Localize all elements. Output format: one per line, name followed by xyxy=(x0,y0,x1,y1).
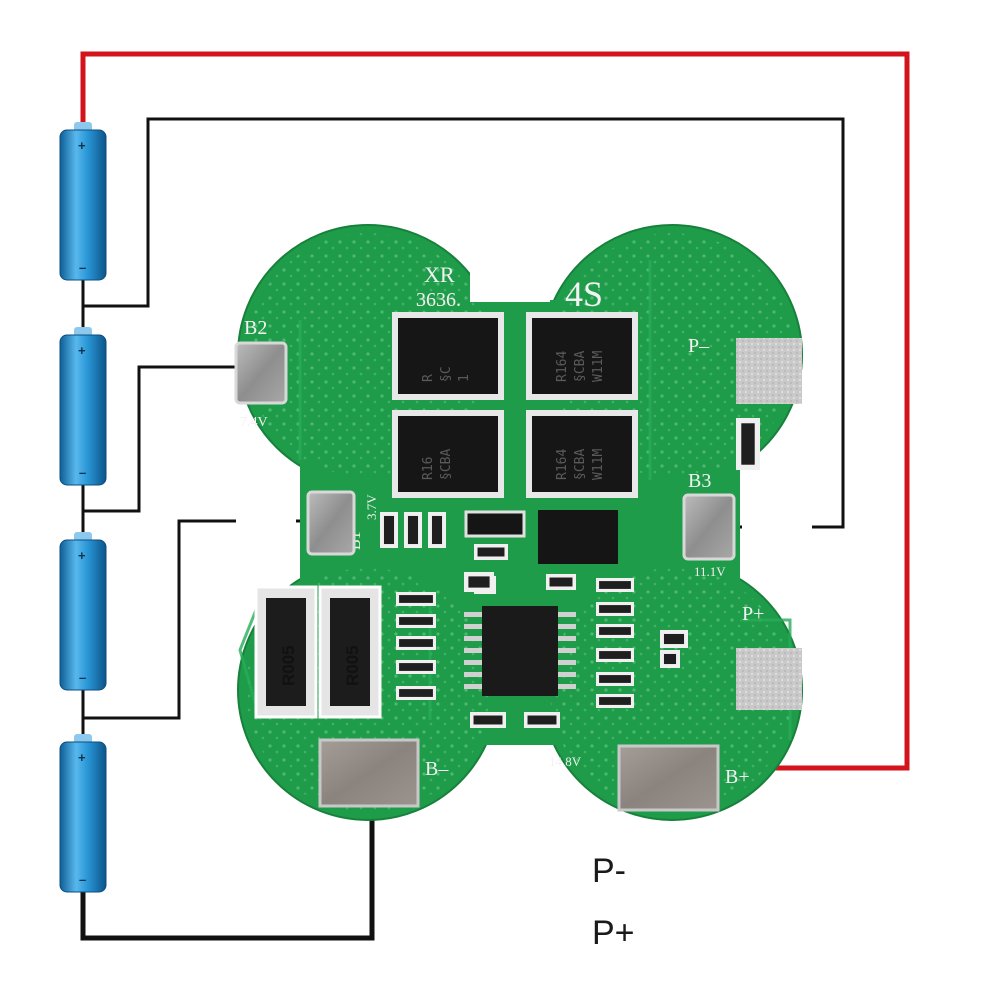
smd-diode xyxy=(538,510,618,564)
smd-passive xyxy=(596,672,634,686)
pad-label-b-plus: B+ xyxy=(725,766,750,788)
battery-cell: +– xyxy=(59,327,107,486)
mosfet-marking: R16 xyxy=(421,457,436,480)
legend-p-minus: P- xyxy=(592,852,626,890)
mosfet-marking: §C xyxy=(439,366,454,382)
mosfet: R16§CBA xyxy=(392,410,504,498)
wire-pack-positive xyxy=(80,51,910,771)
smd-passive xyxy=(396,686,436,700)
pad-b2 xyxy=(234,341,288,405)
voltage-label-b1: 3.7V xyxy=(364,494,379,520)
cell-positive-mark: + xyxy=(78,138,86,153)
mosfet-marking: R164 xyxy=(555,449,570,480)
pad-label-b3: B3 xyxy=(688,470,711,492)
battery-cell: +– xyxy=(59,122,107,281)
smd-part xyxy=(464,510,526,538)
smd-passive xyxy=(470,712,506,728)
wires xyxy=(80,51,910,941)
pad-label-p-minus: P– xyxy=(688,335,710,357)
protection-ic xyxy=(464,606,576,696)
smd-passive xyxy=(660,630,688,648)
pad-b-minus xyxy=(318,738,420,808)
smd-passive xyxy=(546,574,576,590)
smd-passive xyxy=(380,512,398,548)
bms-board: XR 3636. 4S B2 7.4V B1 3.7V P– B3 11.1V … xyxy=(234,224,812,821)
smd-passive xyxy=(596,624,634,638)
pad-label-b-minus: B– xyxy=(425,758,449,780)
cell-negative-mark: – xyxy=(79,872,86,887)
wire-b-minus xyxy=(80,790,375,941)
cell-negative-mark: – xyxy=(79,465,86,480)
cell-positive-mark: + xyxy=(78,548,86,563)
smd-passive xyxy=(660,650,680,668)
cell-positive-mark: + xyxy=(78,343,86,358)
voltage-label-b3: 11.1V xyxy=(694,564,726,579)
smd-passive xyxy=(396,660,436,674)
cell-negative-mark: – xyxy=(79,670,86,685)
voltage-label-b2: 7.4V xyxy=(240,415,268,430)
mosfet-marking: §CBA xyxy=(573,449,588,480)
wire-b3 xyxy=(83,117,845,529)
mosfet-marking: 1 xyxy=(457,374,472,382)
smd-passive xyxy=(396,636,436,650)
resistor-label-2: R005 xyxy=(343,645,362,686)
smd-passive xyxy=(596,648,634,662)
smd-passive xyxy=(474,544,508,560)
smd-passive xyxy=(524,712,560,728)
wire-b2 xyxy=(83,365,243,513)
smd-passive xyxy=(736,418,760,470)
smd-passive xyxy=(596,602,634,616)
battery-cells: +–+–+–+– xyxy=(59,122,107,893)
smd-passive xyxy=(464,572,494,592)
pad-label-p-plus: P+ xyxy=(742,603,764,625)
mosfet-marking: R xyxy=(421,374,436,382)
mosfet-marking: R164 xyxy=(555,351,570,382)
battery-cell: +– xyxy=(59,532,107,691)
smd-passive xyxy=(428,512,446,548)
cell-negative-mark: – xyxy=(79,260,86,275)
board-series-label: 4S xyxy=(565,274,603,314)
pad-b-plus xyxy=(617,744,720,812)
pad-b1 xyxy=(306,490,356,556)
legend-p-plus: P+ xyxy=(592,914,635,952)
smd-passive xyxy=(396,614,436,628)
board-model-line2: 3636. xyxy=(416,289,461,311)
passive-components xyxy=(380,418,760,728)
mosfet-marking: W11M xyxy=(591,351,606,382)
pad-p-minus xyxy=(736,338,802,404)
smd-passive xyxy=(596,694,634,708)
cell-positive-mark: + xyxy=(78,750,86,765)
mosfet-marking: W11M xyxy=(591,449,606,480)
smd-passive xyxy=(596,578,634,592)
mosfet-marking: §CBA xyxy=(573,351,588,382)
sense-resistors: R005 R005 xyxy=(254,585,382,719)
mosfet-marking: §CBA xyxy=(439,449,454,480)
pad-p-plus xyxy=(736,648,802,710)
voltage-label-b-plus: 14.8V xyxy=(549,754,582,769)
pad-b3 xyxy=(682,493,736,561)
board-model-line1: XR xyxy=(424,262,455,287)
smd-passive xyxy=(396,592,436,606)
pad-label-b2: B2 xyxy=(244,317,267,339)
battery-cell: +– xyxy=(59,734,107,893)
smd-passive xyxy=(404,512,422,548)
resistor-label-1: R005 xyxy=(279,645,298,686)
